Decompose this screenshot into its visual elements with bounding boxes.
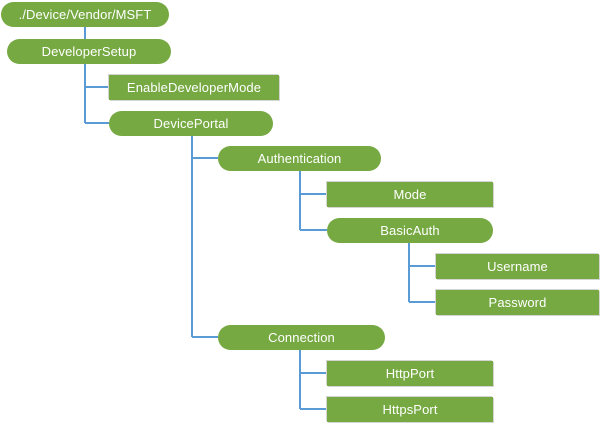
connector-basicauth-password	[408, 243, 436, 303]
tree-node-label: Password	[488, 295, 547, 310]
connector-developersetup-deviceportal	[84, 64, 109, 124]
tree-node-label: ./Device/Vendor/MSFT	[18, 7, 152, 22]
connector-authentication-basicauth	[299, 171, 327, 231]
connector-authentication-mode	[299, 171, 327, 195]
tree-node-label: DevicePortal	[153, 116, 229, 131]
tree-node-root[interactable]: ./Device/Vendor/MSFT	[1, 2, 169, 27]
tree-node-enabledevelopermode[interactable]: EnableDeveloperMode	[109, 75, 279, 100]
tree-node-label: EnableDeveloperMode	[126, 80, 262, 95]
tree-node-password[interactable]: Password	[436, 290, 599, 315]
tree-node-label: Authentication	[257, 151, 342, 166]
tree-node-label: Connection	[268, 330, 335, 345]
tree-node-label: Username	[487, 259, 548, 274]
tree-node-label: BasicAuth	[380, 223, 440, 238]
connector-deviceportal-authentication	[191, 136, 218, 159]
tree-node-httpsport[interactable]: HttpsPort	[327, 397, 493, 422]
connector-developersetup-enabledevmode	[84, 64, 109, 88]
tree-node-basicauth[interactable]: BasicAuth	[327, 218, 493, 243]
tree-node-label: HttpsPort	[382, 402, 438, 417]
tree-node-label: Mode	[393, 187, 427, 202]
tree-node-httpport[interactable]: HttpPort	[327, 361, 493, 386]
tree-node-label: DeveloperSetup	[41, 44, 137, 59]
tree-node-deviceportal[interactable]: DevicePortal	[109, 111, 273, 136]
connector-deviceportal-connection	[191, 136, 218, 338]
connector-connection-httpsport	[299, 350, 327, 410]
tree-node-connection[interactable]: Connection	[218, 325, 385, 350]
tree-node-username[interactable]: Username	[436, 254, 599, 279]
tree-node-developersetup[interactable]: DeveloperSetup	[7, 39, 171, 64]
tree-node-label: HttpPort	[385, 366, 435, 381]
tree-node-mode[interactable]: Mode	[327, 182, 493, 207]
connector-basicauth-username	[408, 243, 436, 267]
connector-connection-httpport	[299, 350, 327, 374]
tree-node-authentication[interactable]: Authentication	[218, 146, 381, 171]
